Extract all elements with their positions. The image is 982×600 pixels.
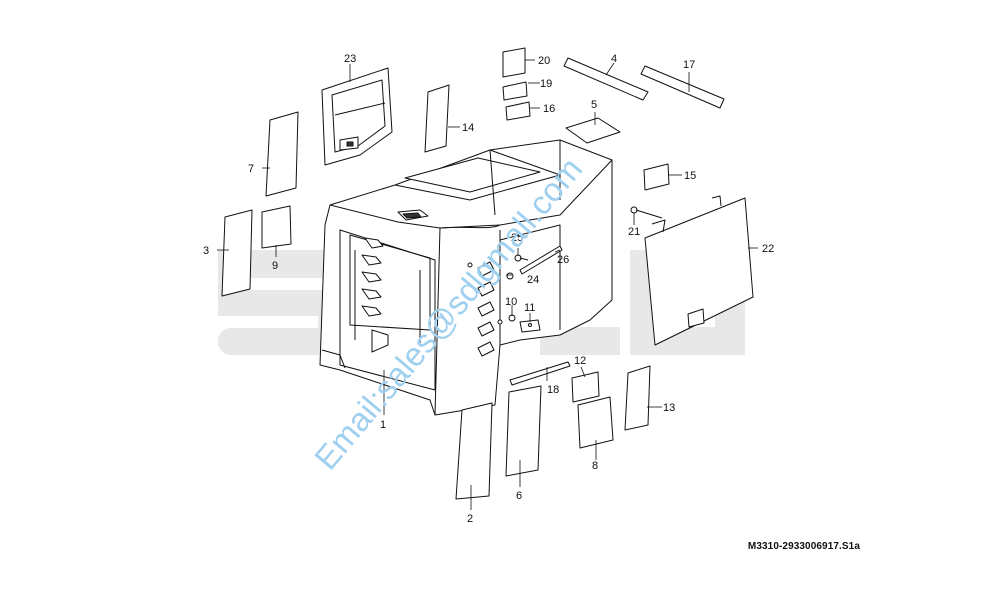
- part-label-21: 21: [628, 226, 640, 238]
- part-label-9: 9: [272, 260, 278, 272]
- part-label-16: 16: [543, 103, 555, 115]
- part-label-7: 7: [248, 163, 254, 175]
- part-label-26: 26: [557, 254, 569, 266]
- cab-frame-part-1: [319, 139, 613, 416]
- part-label-25: 25: [511, 232, 523, 244]
- drawing-code: M3310-2933006917.S1a: [747, 541, 860, 552]
- pad-part-9: [261, 205, 292, 249]
- part-label-2: 2: [467, 513, 473, 525]
- part-label-18: 18: [547, 384, 559, 396]
- part-label-12: 12: [574, 355, 586, 367]
- pad-part-8: [577, 396, 614, 449]
- part-label-20: 20: [538, 55, 550, 67]
- rod-part-18: [509, 361, 571, 386]
- part-label-5: 5: [591, 99, 597, 111]
- part-label-6: 6: [516, 490, 522, 502]
- pad-part-12: [571, 371, 600, 403]
- door-panel-part-23: [321, 67, 393, 166]
- glass-panel-part-6: [505, 385, 542, 477]
- glass-panel-part-14: [424, 84, 450, 153]
- part-label-17: 17: [683, 59, 695, 71]
- part-label-15: 15: [684, 170, 696, 182]
- glass-panel-part-3: [221, 209, 253, 297]
- bracket-parts-10-11: [508, 314, 541, 333]
- leader-lines: [217, 59, 758, 510]
- rod-part-4: [563, 57, 649, 101]
- side-panel-part-22: [644, 195, 754, 346]
- rod-part-17: [640, 65, 725, 109]
- part-label-19: 19: [540, 78, 552, 90]
- part-label-24: 24: [527, 274, 539, 286]
- fasteners-parts-24-25-26: [506, 245, 563, 280]
- part-label-14: 14: [462, 122, 474, 134]
- part-label-13: 13: [663, 402, 675, 414]
- pad-part-20: [502, 47, 526, 78]
- pad-part-19: [502, 81, 528, 101]
- part-labels: 1 2 3 4 5 6 7 8 9 10 11 12 13 14 15 16 1…: [203, 53, 774, 525]
- glass-panel-part-7: [265, 111, 299, 197]
- part-label-3: 3: [203, 245, 209, 257]
- glass-panel-part-13: [624, 365, 651, 431]
- part-label-4: 4: [611, 53, 617, 65]
- part-label-11: 11: [524, 302, 535, 314]
- part-label-1: 1: [380, 419, 386, 431]
- part-label-23: 23: [344, 53, 356, 65]
- part-label-10: 10: [505, 296, 517, 308]
- part-label-8: 8: [592, 460, 598, 472]
- pad-part-15: [643, 163, 670, 191]
- glass-panel-part-2: [455, 402, 493, 500]
- bolt-part-21: [630, 206, 663, 219]
- part-label-22: 22: [762, 243, 774, 255]
- pad-part-16: [505, 101, 531, 121]
- plate-part-5: [565, 117, 621, 144]
